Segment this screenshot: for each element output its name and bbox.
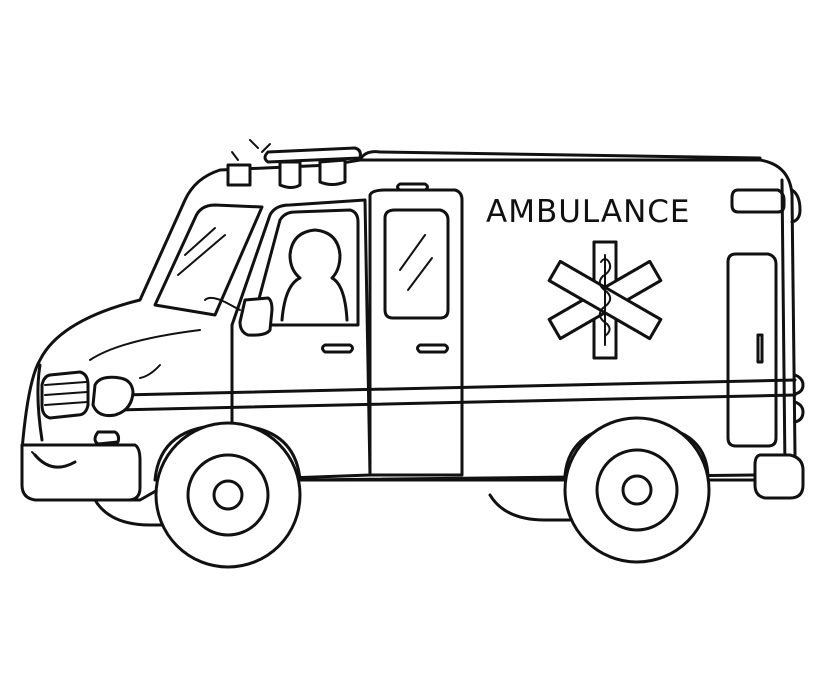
rear-door (726, 188, 805, 448)
rear-wheel (563, 416, 711, 564)
rear-bumper (753, 453, 805, 500)
side-door (368, 182, 464, 477)
ambulance-lettering: AMBULANCE (486, 194, 691, 230)
wheel-shadows (93, 493, 577, 527)
front-face (20, 329, 201, 502)
rod-of-asclepius-icon (598, 254, 612, 346)
windshield (153, 203, 264, 317)
driver-silhouette-icon (280, 228, 349, 322)
driver-door (204, 198, 372, 482)
front-wheel (153, 421, 302, 569)
stripe-lower (113, 393, 797, 412)
star-of-life-icon (547, 240, 663, 360)
roof-lights (226, 139, 362, 189)
